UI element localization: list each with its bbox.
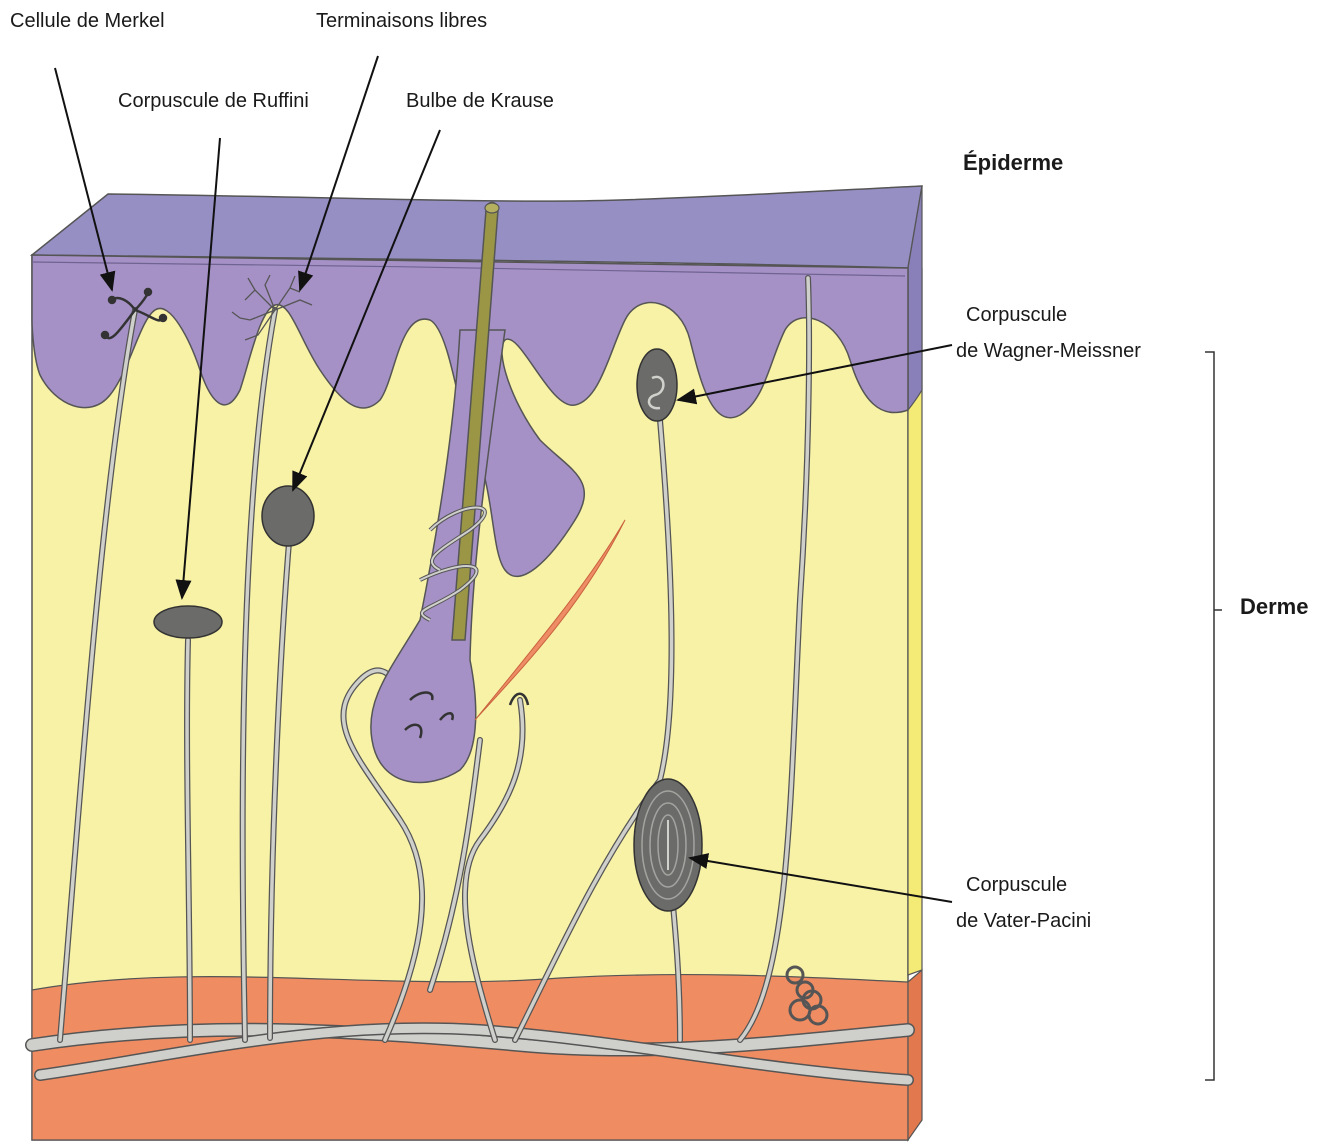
- label-free-endings: Terminaisons libres: [316, 8, 487, 34]
- ruffini-corpuscle: [154, 606, 222, 638]
- label-dermis: Derme: [1240, 594, 1308, 620]
- meissner-corpuscle: [637, 349, 677, 421]
- label-meissner-line1: Corpuscule: [966, 302, 1067, 328]
- label-merkel-cell: Cellule de Merkel: [10, 8, 165, 34]
- krause-bulb: [262, 486, 314, 546]
- epidermis-top-face: [32, 186, 922, 268]
- label-meissner-line2: de Wagner-Meissner: [956, 338, 1141, 364]
- dermis-bracket: [1205, 352, 1222, 1080]
- label-krause: Bulbe de Krause: [406, 88, 554, 114]
- hypodermis-side-face: [908, 970, 922, 1140]
- label-epidermis: Épiderme: [963, 150, 1063, 176]
- label-pacini-line2: de Vater-Pacini: [956, 908, 1091, 934]
- pacini-corpuscle: [634, 779, 702, 911]
- label-ruffini: Corpuscule de Ruffini: [118, 88, 309, 114]
- label-pacini-line1: Corpuscule: [966, 872, 1067, 898]
